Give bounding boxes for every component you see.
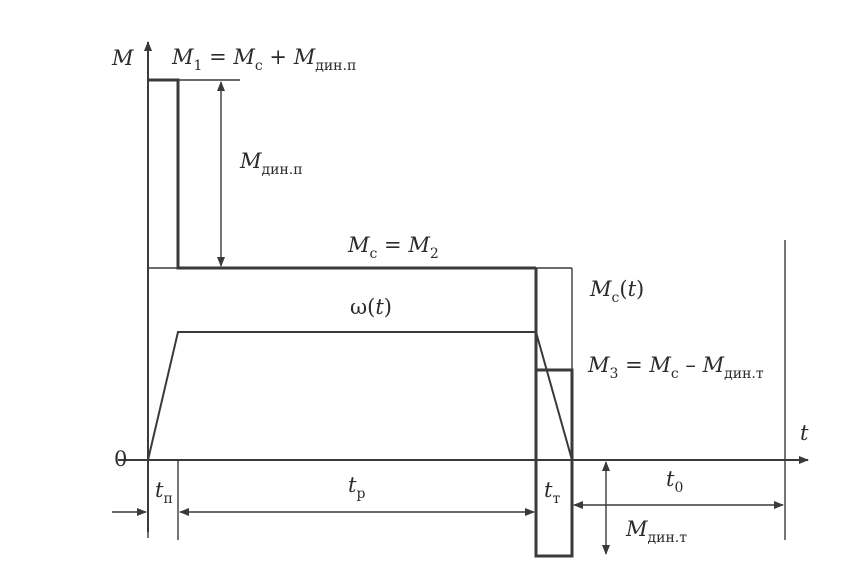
braking-torque-block bbox=[534, 370, 574, 558]
y-axis-label: M bbox=[111, 46, 134, 70]
mdyn-t-label: Mдин.т bbox=[625, 517, 687, 546]
t0-label: t0 bbox=[666, 467, 683, 496]
m3-label: M3 = Mc – Mдин.т bbox=[587, 353, 764, 382]
m1-label: M1 = Mc + Mдин.п bbox=[171, 45, 356, 74]
tt-label: tт bbox=[544, 478, 560, 507]
tp-label: tп bbox=[155, 478, 173, 507]
mc-t-label: Mc(t) bbox=[589, 277, 644, 306]
omega-label: ω(t) bbox=[350, 295, 392, 319]
x-axis-label: t bbox=[800, 421, 809, 445]
tr-label: tр bbox=[348, 473, 365, 502]
origin-label: 0 bbox=[114, 447, 127, 471]
mc-m2-label: Mc = M2 bbox=[347, 233, 439, 262]
torque-start-pulse bbox=[148, 78, 536, 270]
mdyn-p-label: Mдин.п bbox=[239, 149, 303, 178]
speed-curve bbox=[147, 331, 573, 461]
torque-braking-step bbox=[534, 268, 574, 460]
